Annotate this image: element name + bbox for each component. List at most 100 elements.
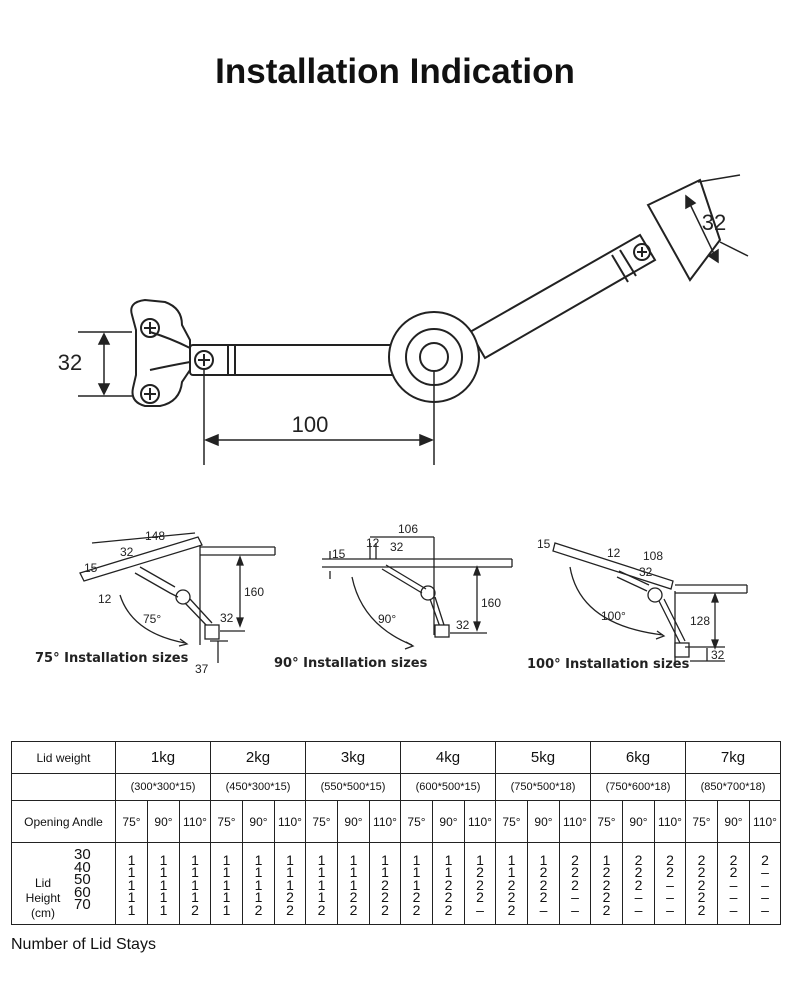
left-mounting-plate — [130, 298, 191, 407]
dim-15: 15 — [332, 547, 346, 561]
dim-12: 12 — [607, 546, 621, 560]
stay-count: 2 — [602, 889, 611, 906]
stay-count: 1 — [349, 876, 358, 893]
screw-icon — [194, 350, 214, 370]
dim-106: 106 — [398, 522, 418, 536]
stay-count: 2 — [412, 889, 421, 906]
stay-count: 2 — [571, 864, 579, 881]
stay-count: 2 — [349, 901, 358, 918]
diagram-75: 148 32 15 12 160 32 37 75° 75° Installat… — [35, 529, 276, 676]
screw-icon — [633, 243, 651, 261]
angle-cell: 90° — [432, 800, 465, 843]
stay-count: 2 — [507, 901, 516, 918]
stay-count: – — [666, 901, 674, 918]
stay-count: 2 — [191, 901, 199, 918]
weight-cell: 3kg — [305, 741, 401, 774]
stay-count: 1 — [412, 851, 421, 868]
stay-count: 1 — [507, 864, 516, 881]
stay-count: 1 — [444, 851, 453, 868]
dim-160: 160 — [244, 585, 264, 599]
angle-cell: 90° — [527, 800, 560, 843]
dim-12: 12 — [366, 536, 380, 550]
weight-cell: 5kg — [495, 741, 591, 774]
stay-count: 1 — [286, 851, 294, 868]
stay-count: 2 — [286, 901, 294, 918]
stay-count: 2 — [476, 864, 484, 881]
angle-cell: 75° — [495, 800, 528, 843]
stay-count: – — [729, 876, 738, 893]
stay-count: 1 — [317, 864, 326, 881]
stay-count: 2 — [444, 901, 453, 918]
stay-count: 2 — [697, 876, 706, 893]
dim-32b: 32 — [456, 618, 470, 632]
size-cell: (750*500*18) — [495, 773, 591, 801]
stay-count: – — [634, 901, 643, 918]
stay-count: – — [476, 901, 484, 918]
angle-cell: 75° — [590, 800, 623, 843]
stay-count: 2 — [634, 851, 643, 868]
footnote: Number of Lid Stays — [11, 936, 156, 953]
stay-count: 2 — [634, 876, 643, 893]
stay-count: 1 — [254, 889, 263, 906]
stay-count: 1 — [254, 864, 263, 881]
dim-length: 100 — [292, 412, 329, 437]
height-value: 60 — [74, 883, 91, 901]
dim-12: 12 — [98, 592, 112, 606]
dim-32b: 32 — [711, 648, 725, 662]
dim-37: 37 — [195, 662, 209, 676]
size-cell: (600*500*15) — [400, 773, 496, 801]
angle-cell: 110° — [369, 800, 401, 843]
stay-count: 1 — [381, 864, 389, 881]
stay-count: 1 — [159, 876, 168, 893]
stay-count: 1 — [159, 901, 168, 918]
stay-count: 2 — [697, 864, 706, 881]
height-value: 30 — [74, 846, 91, 863]
angle-cell: 110° — [749, 800, 781, 843]
stay-count: 1 — [476, 851, 484, 868]
stay-count: – — [571, 901, 579, 918]
stay-count: 2 — [602, 864, 611, 881]
angle-cell: 75° — [400, 800, 433, 843]
stay-count: 2 — [444, 889, 453, 906]
angle-cell: 110° — [559, 800, 591, 843]
stay-count: 2 — [476, 889, 484, 906]
stay-count: 2 — [602, 901, 611, 918]
lid-height-label: Lid Height — [25, 876, 61, 905]
stay-count: 1 — [222, 901, 231, 918]
stay-count: 1 — [191, 876, 199, 893]
stay-count: 1 — [412, 876, 421, 893]
stay-count: 2 — [381, 901, 389, 918]
stay-count: 1 — [286, 864, 294, 881]
angle-cell: 90° — [622, 800, 655, 843]
dim-108: 108 — [643, 549, 663, 563]
lid-weight-label: Lid weight — [11, 741, 116, 774]
dim-128: 128 — [690, 614, 710, 628]
stay-count: 1 — [349, 851, 358, 868]
stay-count: 2 — [349, 889, 358, 906]
weight-cell: 6kg — [590, 741, 686, 774]
stay-count: 1 — [159, 864, 168, 881]
height-value: 70 — [74, 896, 91, 913]
height-value: 40 — [74, 858, 91, 876]
dim-160: 160 — [481, 596, 501, 610]
stay-count: 1 — [127, 889, 136, 906]
stay-count: 2 — [539, 864, 548, 881]
stay-count: – — [761, 901, 769, 918]
stay-count: 1 — [317, 876, 326, 893]
angle-cell: 90° — [337, 800, 370, 843]
lid-height-unit: (cm) — [31, 906, 55, 920]
stay-count: 2 — [476, 876, 484, 893]
